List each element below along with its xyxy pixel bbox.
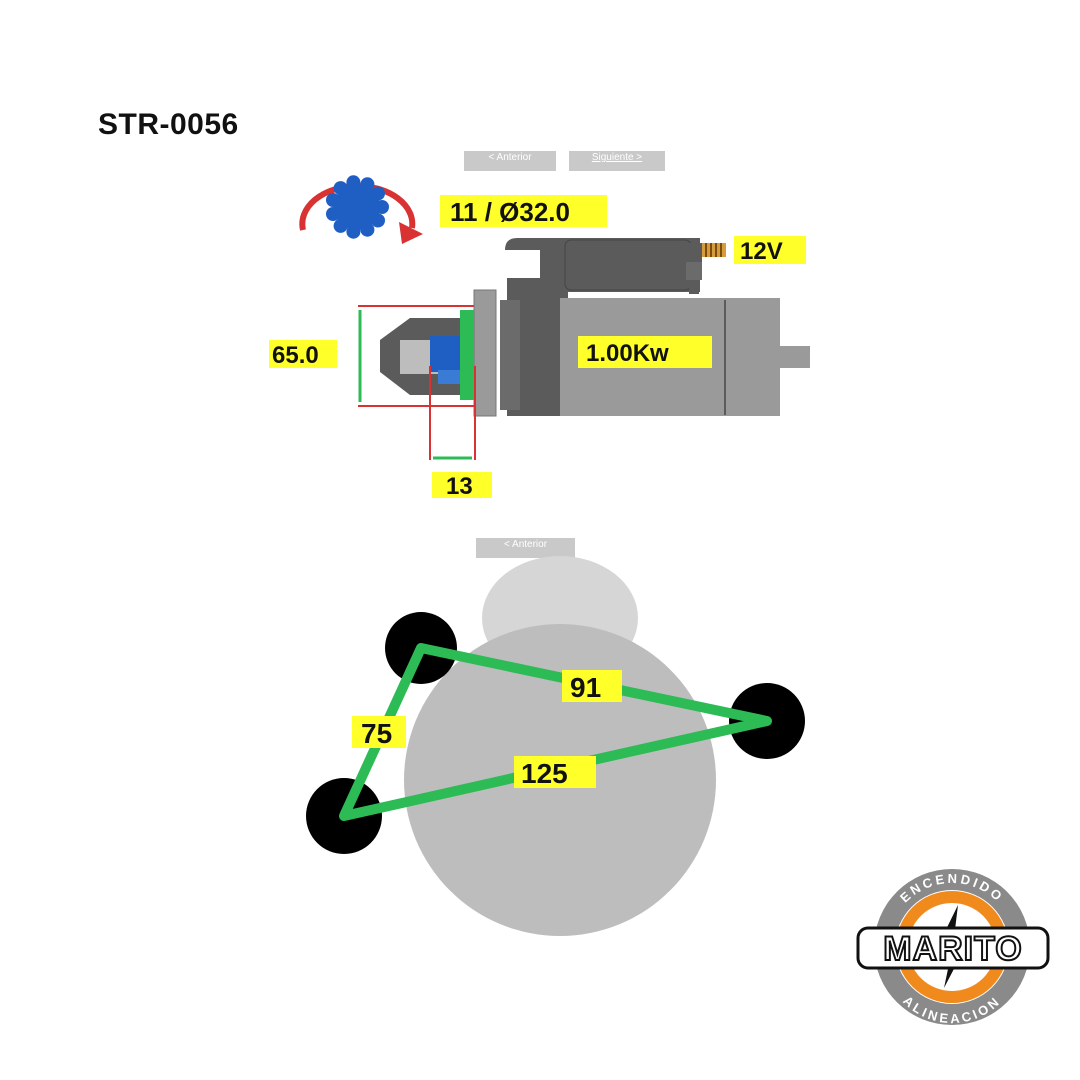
flange-height-label: 65.0 <box>272 342 319 369</box>
dim-bottom-label: 125 <box>521 758 568 789</box>
pinion-gear <box>430 336 460 372</box>
motor-shaft <box>780 346 810 368</box>
gear-tooth <box>326 207 340 221</box>
gear-tooth <box>375 200 389 214</box>
marito-logo: ENCENDIDO ALINEACION MARITO <box>856 869 1050 1026</box>
dim-left-label: 75 <box>361 718 392 749</box>
gear-tooth <box>333 218 348 233</box>
gear-tooth <box>371 213 385 228</box>
solenoid-cap <box>564 239 692 291</box>
height-dimension-extension-lines <box>358 305 474 407</box>
page-title: STR-0056 <box>98 108 239 141</box>
teeth-diameter-label: 11 / Ø32.0 <box>450 197 570 227</box>
dim-left-bg <box>352 716 406 748</box>
pinion-gear-icon <box>326 175 389 239</box>
anterior-button-top[interactable]: < Anterior <box>464 151 556 171</box>
gear-tooth <box>360 177 375 192</box>
logo-brand-text: MARITO <box>883 930 1022 968</box>
spring-coils <box>705 243 722 257</box>
rotation-arrowhead-icon <box>399 222 423 244</box>
starter-motor-diagram: 11 / Ø32.0 12V 1.00Kw <box>269 175 810 500</box>
drive-housing <box>507 278 560 416</box>
power-label: 1.00Kw <box>586 340 669 367</box>
dim-bottom-bg <box>514 756 596 788</box>
dim-top-label: 91 <box>570 672 601 703</box>
voltage-label-bg <box>734 236 806 264</box>
anterior-label-bottom: < Anterior <box>503 539 548 550</box>
siguiente-button-top[interactable]: Siguiente > <box>569 151 665 171</box>
gear-tooth <box>360 222 375 237</box>
offset-dimension-extension-lines <box>429 366 476 460</box>
terminal-lower <box>686 262 702 280</box>
gear-tooth <box>346 224 361 239</box>
siguiente-label: Siguiente > <box>591 152 643 163</box>
anterior-button-bottom[interactable]: < Anterior <box>476 538 575 558</box>
logo-brand-plate <box>856 926 1050 970</box>
gear-tooth <box>333 181 348 196</box>
gear-tooth <box>346 175 361 190</box>
gear-tooth <box>371 186 385 201</box>
flange-pilot <box>460 310 474 400</box>
terminal-upper <box>686 243 702 263</box>
anterior-label: < Anterior <box>488 152 532 163</box>
drive-housing-flange <box>500 300 520 410</box>
teeth-label-bg <box>440 195 607 227</box>
voltage-label: 12V <box>740 238 783 265</box>
dim-top-bg <box>562 670 622 702</box>
mounting-flange <box>473 289 497 417</box>
offset-label-bg <box>432 472 492 498</box>
terminal-stub <box>689 280 699 294</box>
height-label-bg <box>269 340 337 368</box>
power-label-bg <box>578 336 712 368</box>
gear-tooth <box>326 193 340 207</box>
pinion-offset-label: 13 <box>446 473 473 500</box>
mounting-pattern-diagram: 91 75 125 <box>306 556 805 936</box>
pinion-lower <box>438 370 460 384</box>
